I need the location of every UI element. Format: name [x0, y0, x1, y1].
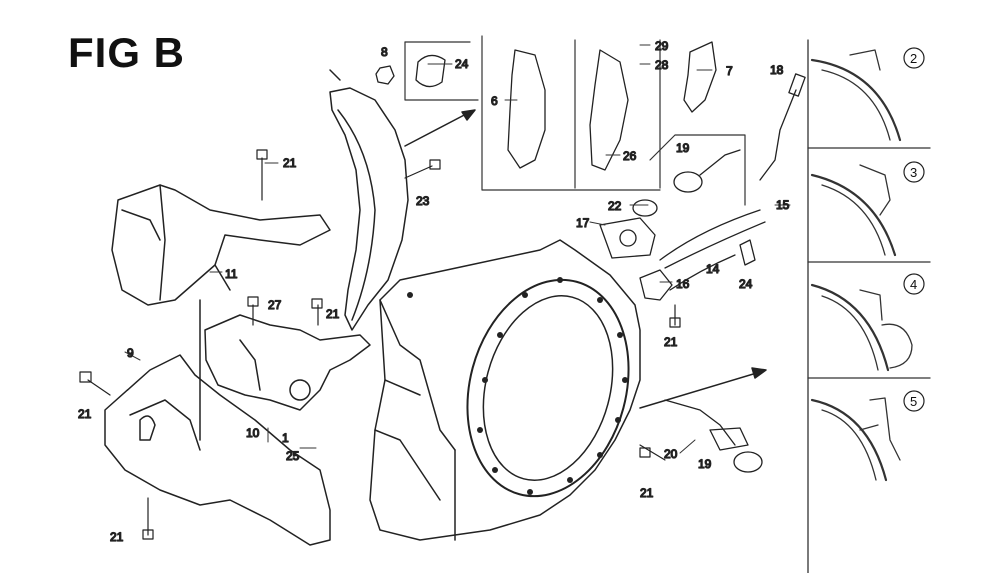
label-17: 19: [676, 141, 690, 155]
label-29: 29: [655, 39, 669, 53]
inset-frames: [404, 35, 746, 206]
label-24: 24: [739, 277, 753, 291]
fan-shroud: [369, 239, 641, 541]
label-9: 9: [127, 346, 134, 360]
label-13: 15: [776, 198, 790, 212]
label-16: 18: [770, 63, 784, 77]
electrical-parts: [599, 73, 806, 473]
label-21a: 21: [283, 156, 297, 170]
label-15: 17: [576, 216, 590, 230]
label-6: 6: [491, 94, 498, 108]
label-11: 11: [225, 267, 238, 281]
view-marker-3: 3: [910, 165, 917, 180]
inset-parts: [375, 41, 717, 171]
fasteners: [79, 149, 681, 540]
label-23: 24: [455, 57, 469, 71]
view-marker-2: 2: [910, 51, 917, 66]
label-21c: 21: [78, 407, 92, 421]
label-19: 19: [698, 457, 712, 471]
rim-holes: [407, 277, 628, 495]
air-guide-upper: [111, 184, 331, 306]
part-number-labels: 21 11 27 21 9 21 10 1 25 21 8 24 23 6 26…: [77, 38, 790, 544]
label-28: 28: [655, 58, 669, 72]
view-marker-5: 5: [910, 394, 917, 409]
label-25: 25: [286, 449, 300, 463]
label-21d: 21: [110, 530, 124, 544]
label-21b: 21: [326, 307, 340, 321]
label-20: 22: [608, 199, 622, 213]
lower-cover: [104, 354, 331, 546]
label-8: 8: [381, 45, 388, 59]
label-27: 26: [623, 149, 637, 163]
middle-bracket: [199, 299, 371, 441]
label-1: 1: [282, 431, 289, 445]
label-12: 14: [706, 262, 720, 276]
upper-cover: [329, 69, 409, 331]
view-marker-4: 4: [910, 277, 917, 292]
label-7: 7: [726, 64, 733, 78]
label-26: 27: [268, 298, 282, 312]
label-14: 16: [676, 277, 690, 291]
label-10: 10: [246, 426, 260, 440]
detail-column: [807, 39, 931, 573]
figure-title: FIG B: [68, 29, 185, 76]
leader-lines: [124, 44, 791, 454]
label-21e: 21: [664, 335, 678, 349]
label-22: 23: [416, 194, 430, 208]
arrows: [404, 109, 767, 409]
view-markers: 2 3 4 5: [903, 47, 925, 412]
label-18: 20: [664, 447, 678, 461]
label-21f: 21: [640, 486, 654, 500]
